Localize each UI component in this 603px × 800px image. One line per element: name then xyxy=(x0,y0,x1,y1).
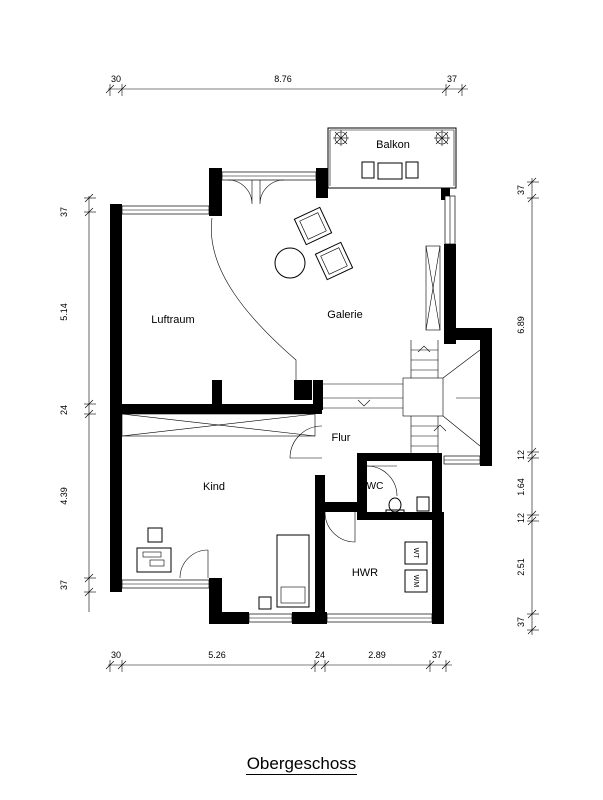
wc-basin xyxy=(416,496,430,512)
balcony-chair xyxy=(405,161,419,179)
dim-right-2: 6.89 xyxy=(516,316,526,334)
washing-machine-box xyxy=(404,569,428,593)
room-label-galerie: Galerie xyxy=(327,309,362,321)
dim-top-3: 37 xyxy=(447,74,457,84)
dim-bottom-1: 30 xyxy=(111,650,121,660)
desk-lamp xyxy=(142,551,162,558)
plant-icon xyxy=(434,130,450,146)
gallery-railing xyxy=(121,413,316,437)
dim-left-5: 37 xyxy=(59,580,69,590)
page-title-text: Obergeschoss xyxy=(245,754,358,775)
armchair xyxy=(314,241,354,281)
bed xyxy=(276,534,310,608)
dim-left-3: 24 xyxy=(59,405,69,415)
dim-right-6: 2.51 xyxy=(516,558,526,576)
windows xyxy=(121,171,481,623)
fixture-label-wm: WM xyxy=(412,575,419,588)
coffee-table xyxy=(274,247,306,279)
desk xyxy=(136,547,172,573)
room-label-luftraum: Luftraum xyxy=(151,314,194,326)
balcony-chair xyxy=(361,161,375,179)
dim-left-2: 5.14 xyxy=(59,303,69,321)
page-title: Obergeschoss xyxy=(0,754,603,775)
dim-right-3: 12 xyxy=(516,450,526,460)
dim-bottom-5: 37 xyxy=(432,650,442,660)
walls xyxy=(110,168,492,624)
dim-top-2: 8.76 xyxy=(274,74,292,84)
dim-right-1: 37 xyxy=(516,185,526,195)
room-label-hwr: HWR xyxy=(352,567,378,579)
dim-right-5: 12 xyxy=(516,513,526,523)
furniture xyxy=(136,206,430,610)
fixture-label-wt: WT xyxy=(412,548,419,560)
toilet-tank xyxy=(385,509,405,515)
armchair xyxy=(293,206,333,246)
balcony xyxy=(327,127,457,189)
room-label-wc: WC xyxy=(367,481,384,492)
dim-left-4: 4.39 xyxy=(59,487,69,505)
dim-bottom-3: 24 xyxy=(315,650,325,660)
dim-top-1: 30 xyxy=(111,74,121,84)
toilet xyxy=(388,497,402,513)
washbasin-box xyxy=(404,541,428,565)
plant-icon xyxy=(333,130,349,146)
doors xyxy=(179,179,398,579)
dim-bottom-4: 2.89 xyxy=(368,650,386,660)
desk-chair xyxy=(147,527,163,543)
room-label-flur: Flur xyxy=(332,432,351,444)
room-label-kind: Kind xyxy=(203,481,225,493)
dim-right-4: 1.64 xyxy=(516,478,526,496)
balcony-table xyxy=(377,162,403,180)
dimension-lines xyxy=(84,84,539,672)
dim-bottom-2: 5.26 xyxy=(208,650,226,660)
desk-items xyxy=(149,559,165,567)
dim-left-1: 37 xyxy=(59,207,69,217)
bed-pillow xyxy=(280,586,306,604)
room-label-balkon: Balkon xyxy=(376,139,410,151)
staircase xyxy=(323,245,481,456)
nightstand xyxy=(258,596,272,610)
dim-right-7: 37 xyxy=(516,617,526,627)
